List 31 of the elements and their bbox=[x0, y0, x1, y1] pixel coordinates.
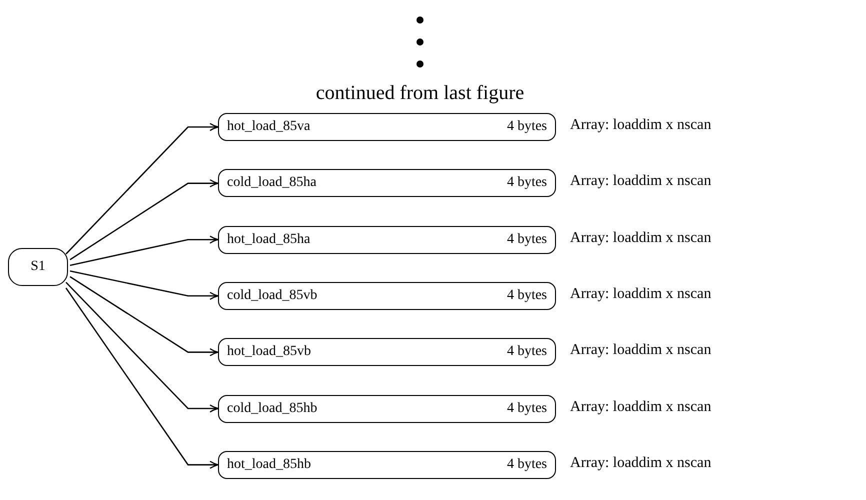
array-note: Array: loaddim x nscan bbox=[570, 398, 712, 416]
field-box bbox=[218, 394, 556, 422]
array-note: Array: loaddim x nscan bbox=[570, 230, 712, 247]
field-size: 4 bytes bbox=[506, 344, 547, 360]
field-box bbox=[218, 450, 556, 479]
field-size: 4 bytes bbox=[506, 232, 547, 248]
field-name: cold_load_85vb bbox=[227, 288, 318, 304]
field-name: hot_load_85vb bbox=[227, 344, 311, 360]
field-name: hot_load_85hb bbox=[227, 456, 311, 473]
field-box bbox=[218, 226, 556, 254]
field-name: cold_load_85ha bbox=[227, 175, 316, 192]
field-box bbox=[218, 169, 556, 198]
array-note: Array: loaddim x nscan bbox=[570, 454, 712, 472]
caption-text: continued from last figure bbox=[314, 82, 526, 105]
field-name: hot_load_85va bbox=[227, 119, 310, 135]
field-box bbox=[218, 338, 556, 366]
array-note: Array: loaddim x nscan bbox=[570, 173, 712, 190]
state-box bbox=[8, 248, 68, 286]
field-name: cold_load_85hb bbox=[227, 400, 318, 416]
field-name: hot_load_85ha bbox=[227, 232, 310, 248]
field-size: 4 bytes bbox=[506, 119, 547, 135]
array-note: Array: loaddim x nscan bbox=[570, 286, 712, 303]
field-size: 4 bytes bbox=[506, 288, 547, 304]
field-size: 4 bytes bbox=[506, 456, 547, 473]
field-size: 4 bytes bbox=[506, 400, 547, 416]
field-box bbox=[218, 113, 556, 141]
array-note: Array: loaddim x nscan bbox=[570, 117, 712, 134]
array-note: Array: loaddim x nscan bbox=[570, 342, 712, 360]
field-size: 4 bytes bbox=[506, 175, 547, 192]
state-label: S1 bbox=[30, 259, 46, 275]
field-box bbox=[218, 282, 556, 310]
